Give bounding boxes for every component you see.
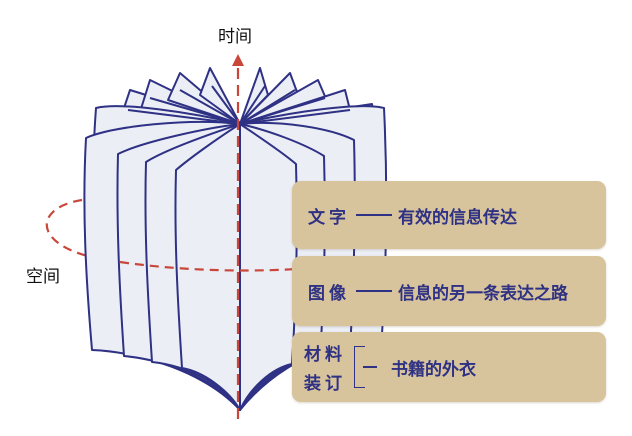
time-axis bbox=[232, 54, 244, 420]
dash bbox=[356, 214, 392, 216]
time-axis-arrowhead bbox=[232, 54, 244, 66]
card-term: 图像 bbox=[308, 283, 350, 304]
bracket bbox=[354, 346, 377, 388]
dash bbox=[356, 290, 392, 292]
card-desc: 有效的信息传达 bbox=[398, 207, 517, 228]
time-axis-label: 时间 bbox=[218, 27, 252, 47]
card-term: 文字 bbox=[308, 207, 350, 228]
card-text: 文字 有效的信息传达 bbox=[292, 181, 606, 249]
card-material: 材料 装订 书籍的外衣 bbox=[292, 332, 606, 402]
material-terms: 材料 装订 bbox=[304, 340, 346, 394]
card-term: 装订 bbox=[304, 374, 346, 394]
card-desc: 书籍的外衣 bbox=[391, 359, 476, 380]
card-image: 图像 信息的另一条表达之路 bbox=[292, 256, 606, 326]
space-axis-label: 空间 bbox=[26, 267, 60, 287]
page bbox=[174, 123, 241, 411]
card-term: 材料 bbox=[304, 345, 346, 365]
card-desc: 信息的另一条表达之路 bbox=[398, 283, 568, 304]
